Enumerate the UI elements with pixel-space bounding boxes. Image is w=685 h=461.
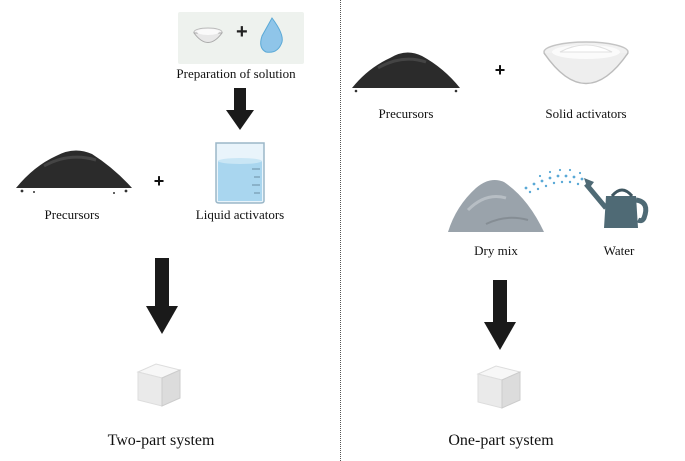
water-drop-icon — [260, 17, 283, 53]
prep-plus: + — [236, 21, 248, 43]
solution-prep-panel: + — [178, 12, 304, 64]
solid-activator-bowl-icon — [543, 41, 629, 85]
dry-mix-heap-icon — [448, 180, 544, 232]
arrow-to-two-part-product — [146, 258, 178, 334]
solid-activators-label: Solid activators — [545, 106, 627, 121]
precursor-powder-left-icon — [16, 150, 132, 194]
dry-mix-label: Dry mix — [474, 243, 518, 258]
precursors-right-label: Precursors — [378, 106, 434, 121]
two-part-cube-icon — [136, 363, 182, 407]
liquid-activators-label: Liquid activators — [195, 207, 285, 222]
arrow-to-one-part-product — [484, 280, 516, 350]
plus-right: + — [494, 60, 506, 80]
liquid-beaker-icon — [215, 142, 265, 204]
prep-label: Preparation of solution — [176, 66, 296, 81]
column-divider — [340, 0, 341, 461]
water-spray-icon — [524, 168, 584, 194]
precursor-powder-right-icon — [352, 52, 460, 93]
watering-can-icon — [584, 178, 649, 228]
two-part-title: Two-part system — [107, 432, 215, 449]
plus-left: + — [153, 171, 165, 191]
one-part-cube-icon — [476, 365, 522, 409]
powder-bowl-icon — [193, 27, 223, 43]
precursors-left-label: Precursors — [44, 207, 100, 222]
water-label: Water — [603, 243, 635, 258]
one-part-title: One-part system — [448, 432, 554, 449]
arrow-prep-to-liquid — [226, 88, 254, 130]
